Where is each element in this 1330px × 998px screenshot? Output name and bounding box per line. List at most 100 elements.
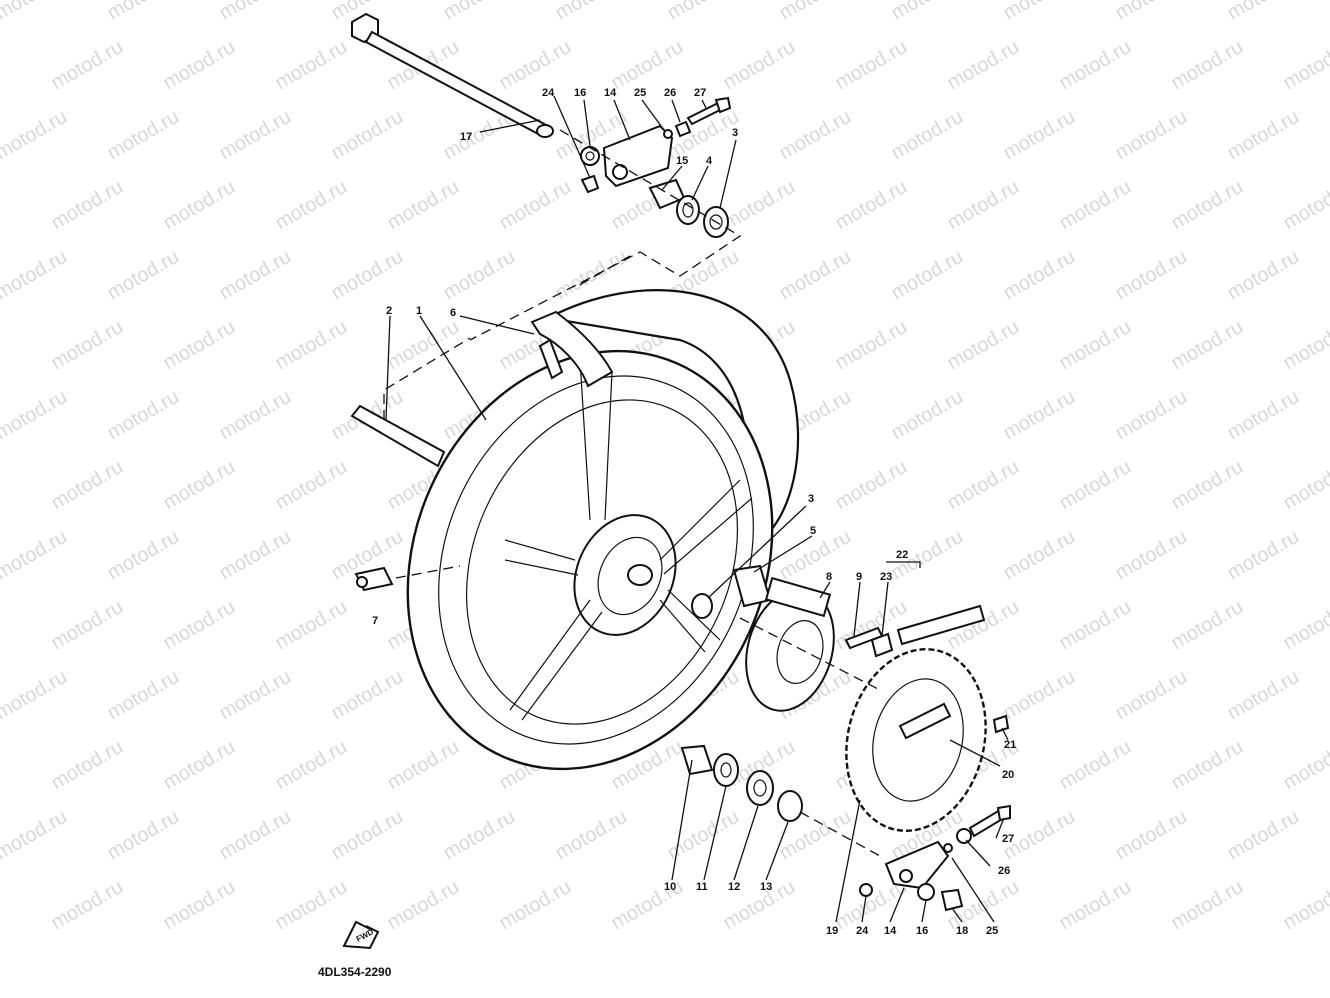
callout-labels: 17 24 16 14 25 26 27 15 4 3 2 1 6 3 5 22… (372, 87, 1016, 937)
watermark-text: motod.ru (0, 666, 71, 725)
callout-3: 3 (732, 127, 738, 139)
watermark-text: motod.ru (1056, 176, 1135, 235)
watermark-text: motod.ru (1056, 736, 1135, 795)
drive-chain (896, 604, 986, 646)
watermark-text: motod.ru (1000, 526, 1079, 585)
watermark-text: motod.ru (0, 246, 71, 305)
watermark-text: motod.ru (1168, 176, 1247, 235)
diagram-code: 4DL354-2290 (318, 965, 392, 979)
watermark-text: motod.ru (720, 176, 799, 235)
watermark-text: motod.ru (552, 806, 631, 865)
watermark-text: motod.ru (384, 736, 463, 795)
callout-27-lower: 27 (1002, 833, 1014, 845)
upper-dash-path (469, 129, 742, 341)
watermark-text: motod.ru (496, 876, 575, 935)
watermark-text: motod.ru (832, 456, 911, 515)
watermark-text: motod.ru (776, 0, 855, 24)
tube-dash (383, 337, 471, 420)
watermark-text: motod.ru (552, 0, 631, 24)
watermark-text: motod.ru (1168, 36, 1247, 95)
watermark-text: motod.ru (1056, 876, 1135, 935)
sprocket (845, 648, 987, 832)
watermark-text: motod.ru (1224, 806, 1303, 865)
watermark-text: motod.ru (104, 386, 183, 445)
callout-8: 8 (826, 571, 832, 583)
watermark-text: motod.ru (48, 316, 127, 375)
watermark-text: motod.ru (216, 526, 295, 585)
callout-4: 4 (706, 155, 713, 167)
callout-23: 23 (880, 571, 892, 583)
watermark-text: motod.ru (720, 36, 799, 95)
watermark-text: motod.ru (944, 176, 1023, 235)
watermark-text: motod.ru (272, 316, 351, 375)
watermark-text: motod.ru (832, 176, 911, 235)
callout-25-lower: 25 (986, 925, 998, 937)
watermark-text: motod.ru (944, 316, 1023, 375)
watermark-text: motod.ru (1168, 316, 1247, 375)
callout-24-lower: 24 (856, 925, 869, 937)
watermark-text: motod.ru (272, 876, 351, 935)
watermark-text: motod.ru (1056, 596, 1135, 655)
watermark-text: motod.ru (160, 36, 239, 95)
watermark-text: motod.ru (1280, 176, 1330, 235)
watermark-text: motod.ru (384, 876, 463, 935)
callout-5: 5 (810, 525, 816, 537)
watermark-text: motod.ru (496, 36, 575, 95)
watermark-text: motod.ru (216, 666, 295, 725)
watermark-text: motod.ru (104, 246, 183, 305)
leader-lines (385, 95, 1009, 923)
watermark-text: motod.ru (1000, 0, 1079, 24)
watermark-text: motod.ru (384, 176, 463, 235)
watermark-text: motod.ru (888, 106, 967, 165)
watermark-text: motod.ru (1224, 526, 1303, 585)
watermark-text: motod.ru (0, 106, 71, 165)
watermark-text: motod.ru (1000, 106, 1079, 165)
watermark-text: motod.ru (1224, 386, 1303, 445)
watermark-text: motod.ru (160, 876, 239, 935)
watermark-text: motod.ru (1112, 666, 1191, 725)
watermark-text: motod.ru (272, 36, 351, 95)
watermark-text: motod.ru (832, 596, 911, 655)
callout-19: 19 (826, 925, 838, 937)
watermark-text: motod.ru (1112, 386, 1191, 445)
callout-14-lower: 14 (884, 925, 897, 937)
watermark-text: motod.ru (160, 736, 239, 795)
callout-24: 24 (542, 87, 555, 99)
watermark-text: motod.ru (0, 526, 71, 585)
watermark-text: motod.ru (1112, 246, 1191, 305)
lower-bearing-set (680, 744, 803, 822)
watermark-text: motod.ru (776, 246, 855, 305)
watermark-text: motod.ru (1168, 596, 1247, 655)
callout-13: 13 (760, 881, 772, 893)
watermark-text: motod.ru (272, 736, 351, 795)
watermark-text: motod.ru (1112, 806, 1191, 865)
watermark-text: motod.ru (216, 386, 295, 445)
upper-dash-link (577, 255, 631, 287)
watermark-text: motod.ru (888, 246, 967, 305)
watermark-text: motod.ru (776, 106, 855, 165)
callout-16: 16 (574, 87, 586, 99)
watermark-text: motod.ru (888, 0, 967, 24)
watermark-text: motod.ru (1280, 316, 1330, 375)
watermark-text: motod.ru (48, 36, 127, 95)
valve (354, 566, 394, 592)
hub-bearing (691, 593, 713, 619)
watermark-text: motod.ru (160, 456, 239, 515)
callout-3-lower: 3 (808, 493, 814, 505)
callout-12: 12 (728, 881, 740, 893)
tube-sleeve (350, 404, 446, 468)
watermark-text: motod.ru (328, 806, 407, 865)
callout-26: 26 (664, 87, 676, 99)
watermark-text: motod.ru (160, 316, 239, 375)
watermark-text: motod.ru (1280, 456, 1330, 515)
watermark-text: motod.ru (328, 246, 407, 305)
watermark-text: motod.ru (1168, 876, 1247, 935)
watermark-text: motod.ru (664, 0, 743, 24)
watermark-text: motod.ru (272, 456, 351, 515)
lower-dash (739, 617, 881, 857)
watermark-text: motod.ru (0, 806, 71, 865)
watermark-text: motod.ru (48, 596, 127, 655)
watermark-text: motod.ru (1112, 106, 1191, 165)
